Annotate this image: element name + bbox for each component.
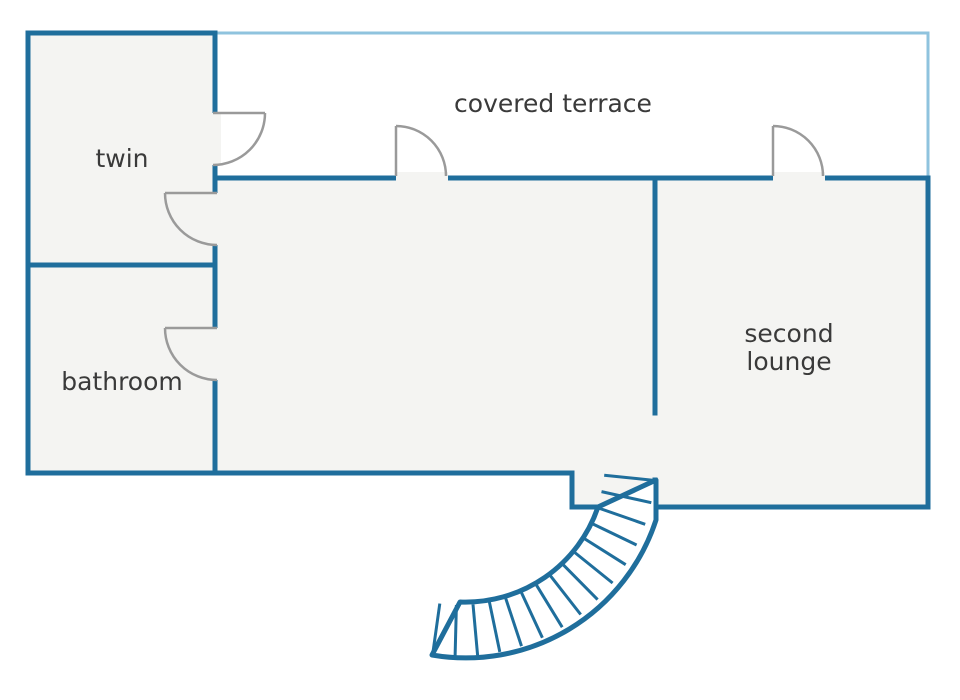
twin-terrace-door-gap xyxy=(209,113,221,165)
stair-tread xyxy=(589,521,638,547)
walls xyxy=(25,30,931,510)
door-swing-icon xyxy=(163,191,218,247)
lounge-terrace-door-gap xyxy=(773,172,825,184)
staircase-outline xyxy=(429,477,659,661)
stair-tread xyxy=(431,603,442,655)
twin-bathroom-outer-wall xyxy=(25,30,218,476)
main-room-south-wall xyxy=(212,470,601,510)
twin-hall-door-gap xyxy=(209,193,221,245)
door-swing-icon xyxy=(163,326,218,382)
covered-terrace-label: covered terrace xyxy=(454,89,652,118)
main-terrace-door-gap xyxy=(396,172,448,184)
stair-tread xyxy=(571,549,614,585)
spiral-staircase-icon xyxy=(429,473,659,661)
stair-tread xyxy=(596,506,646,526)
stair-tread xyxy=(519,590,544,639)
stair-tread xyxy=(548,573,582,616)
door-openings xyxy=(209,113,825,380)
second-lounge-label-line2: lounge xyxy=(746,347,831,376)
twin-floor xyxy=(28,32,215,265)
stair-tread xyxy=(581,536,627,566)
twin-label: twin xyxy=(95,144,148,173)
stair-tread xyxy=(504,597,523,647)
door-swing-icon xyxy=(394,124,448,177)
main-room-floor xyxy=(215,178,655,473)
bathroom-label: bathroom xyxy=(61,367,183,396)
covered-terrace-outline xyxy=(213,31,930,180)
stair-tread xyxy=(487,601,502,653)
door-swing-icon xyxy=(212,111,267,167)
stair-tread xyxy=(471,604,480,656)
stair-tread xyxy=(601,490,652,505)
second-lounge-floor xyxy=(655,178,928,507)
stair-tread xyxy=(560,562,599,601)
stair-tread xyxy=(453,604,458,656)
doors xyxy=(163,111,825,382)
stair-tread xyxy=(534,582,564,628)
bathroom-door-gap xyxy=(209,328,221,380)
stair-tread xyxy=(604,473,656,482)
second-lounge-label-line1: second xyxy=(744,319,833,348)
door-swing-icon xyxy=(771,124,825,177)
stair-treads xyxy=(431,473,656,656)
